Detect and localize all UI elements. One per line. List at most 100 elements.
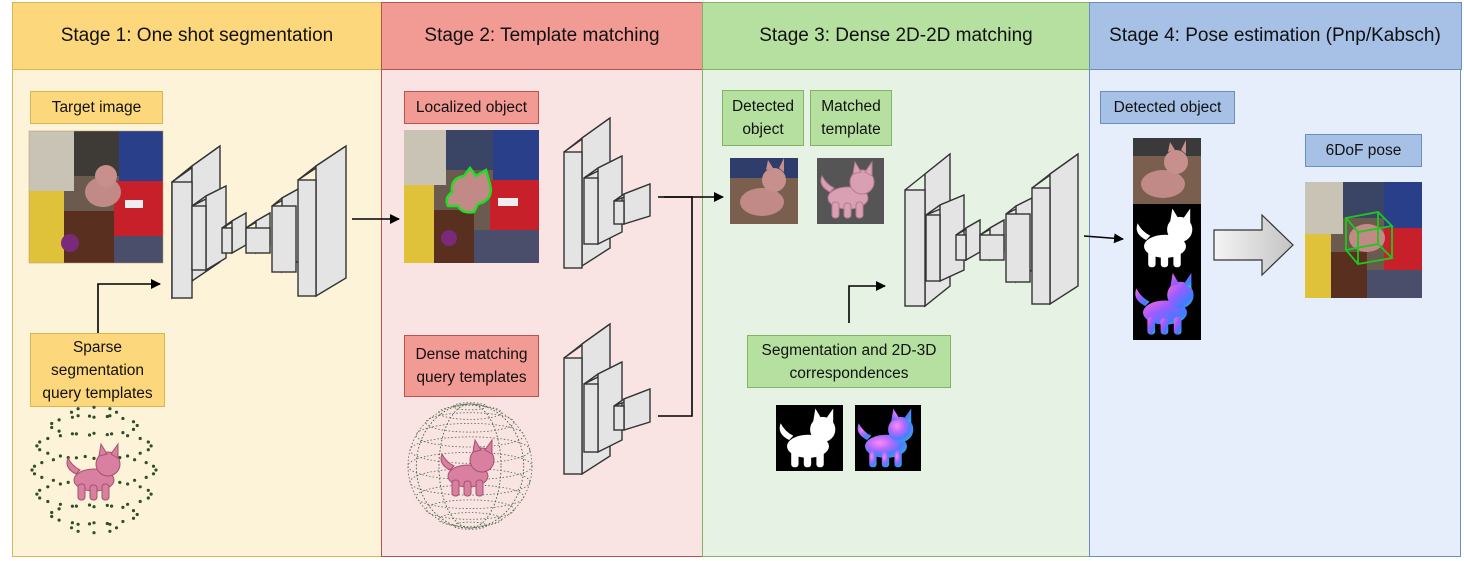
viewpoint-dot	[58, 454, 63, 458]
template-input-arrow	[97, 279, 161, 333]
target-image-label: Target image	[30, 91, 163, 124]
viewpoint-meridian	[415, 403, 525, 529]
viewpoint-dot	[92, 415, 96, 419]
viewpoint-dot	[32, 464, 37, 468]
segmentation-mask-s3	[776, 405, 843, 471]
viewpoint-dot	[121, 416, 125, 421]
viewpoint-dot	[38, 496, 42, 500]
viewpoint-dot	[74, 504, 78, 508]
viewpoint-dot	[70, 504, 74, 508]
viewpoint-dot	[118, 480, 122, 484]
viewpoint-dot	[38, 488, 42, 492]
target-image	[28, 130, 164, 264]
viewpoint-dot	[83, 454, 87, 459]
viewpoint-dot	[138, 485, 142, 489]
viewpoint-dot	[58, 482, 63, 486]
viewpoint-dot	[114, 410, 119, 414]
viewpoint-dot	[108, 529, 112, 533]
viewpoint-ring	[425, 499, 515, 520]
viewpoint-dot	[138, 436, 142, 441]
viewpoint-dot	[126, 454, 130, 458]
viewpoint-dot	[110, 432, 114, 436]
viewpoint-dot	[57, 518, 61, 522]
correspondence-map-s4	[1133, 270, 1201, 340]
viewpoint-dot	[92, 405, 96, 409]
viewpoint-ring	[415, 423, 525, 448]
stage2-merge-line	[658, 196, 693, 417]
viewpoint-ring	[452, 521, 487, 530]
viewpoint-dot	[92, 521, 96, 525]
viewpoint-dot	[105, 503, 109, 507]
viewpoint-dot	[105, 433, 109, 437]
viewpoint-dot	[146, 488, 150, 492]
viewpoint-dot	[35, 492, 39, 496]
detected-object-crop-s3	[730, 158, 798, 224]
viewpoint-dot	[57, 429, 61, 433]
viewpoint-dot	[135, 423, 139, 428]
viewpoint-dot	[50, 421, 54, 426]
viewpoint-dot	[70, 521, 74, 525]
encoder-decoder-network-3	[904, 152, 1079, 308]
viewpoint-dot	[154, 468, 158, 472]
detected-object-label-s4: Detected object	[1100, 91, 1235, 124]
detected-object-label-s3-line2: object	[742, 121, 784, 138]
viewpoint-dot	[135, 512, 139, 517]
viewpoint-dot	[87, 433, 92, 437]
viewpoint-dot	[149, 492, 153, 496]
viewpoint-dot	[108, 414, 112, 418]
viewpoint-dot	[50, 425, 54, 430]
pose-label: 6DoF pose	[1305, 134, 1422, 167]
viewpoint-dot	[87, 503, 92, 507]
viewpoint-dot	[76, 522, 80, 526]
pose-bounding-box	[1344, 211, 1394, 265]
segmentation-correspondences-label: Segmentation and 2D-3D correspondences	[747, 335, 951, 388]
viewpoint-dot	[40, 461, 44, 465]
viewpoint-dot	[74, 432, 78, 436]
viewpoint-dot	[121, 431, 125, 435]
viewpoint-dot	[133, 478, 137, 482]
viewpoint-dot	[126, 502, 130, 506]
viewpoint-dot	[57, 507, 61, 511]
viewpoint-dot	[57, 418, 61, 422]
viewpoint-dot	[133, 458, 137, 462]
viewpoint-dot	[121, 519, 125, 524]
viewpoint-dot	[66, 480, 70, 484]
sparse-templates-label: Sparse segmentation query templates	[30, 333, 165, 407]
correspondence-input-arrow	[848, 281, 886, 323]
viewpoint-dot	[151, 464, 156, 468]
viewpoint-meridian	[438, 403, 502, 529]
viewpoint-dot	[149, 444, 153, 448]
localized-object-label: Localized object	[404, 91, 539, 124]
viewpoint-dot	[144, 461, 148, 465]
sparse-template-sphere	[30, 405, 158, 535]
viewpoint-dot	[146, 440, 150, 444]
dense-templates-label-line2: query templates	[416, 369, 527, 386]
stage-4-title: Stage 4: Pose estimation (Pnp/Kabsch)	[1088, 1, 1462, 70]
viewpoint-dot	[121, 505, 125, 509]
stage-3-title: Stage 3: Dense 2D-2D matching	[701, 1, 1091, 70]
viewpoint-dot	[146, 448, 150, 452]
viewpoint-dot	[131, 420, 136, 424]
viewpoint-dot	[87, 414, 92, 418]
segmentation-mask-s4	[1133, 204, 1201, 270]
viewpoint-dot	[76, 529, 80, 533]
viewpoint-dot	[46, 499, 50, 504]
encoder-decoder-network-1	[171, 144, 347, 300]
viewpoint-dot	[38, 448, 42, 452]
stage3-to-stage4-arrow	[1083, 233, 1124, 244]
sparse-templates-label-line3: query templates	[42, 384, 153, 402]
stage-1-title: Stage 1: One shot segmentation	[11, 1, 383, 70]
viewpoint-dot	[50, 510, 54, 515]
dense-templates-label: Dense matching query templates	[404, 335, 539, 397]
viewpoint-dot	[46, 436, 50, 441]
viewpoint-dot	[58, 434, 63, 438]
viewpoint-dot	[92, 505, 96, 509]
matched-template-label-line2: template	[821, 121, 881, 138]
viewpoint-dot	[38, 440, 42, 444]
viewpoint-dot	[35, 444, 39, 448]
viewpoint-dot	[110, 504, 114, 508]
viewpoint-dot	[46, 451, 50, 455]
viewpoint-dot	[151, 472, 156, 476]
viewpoint-dot	[76, 414, 80, 418]
